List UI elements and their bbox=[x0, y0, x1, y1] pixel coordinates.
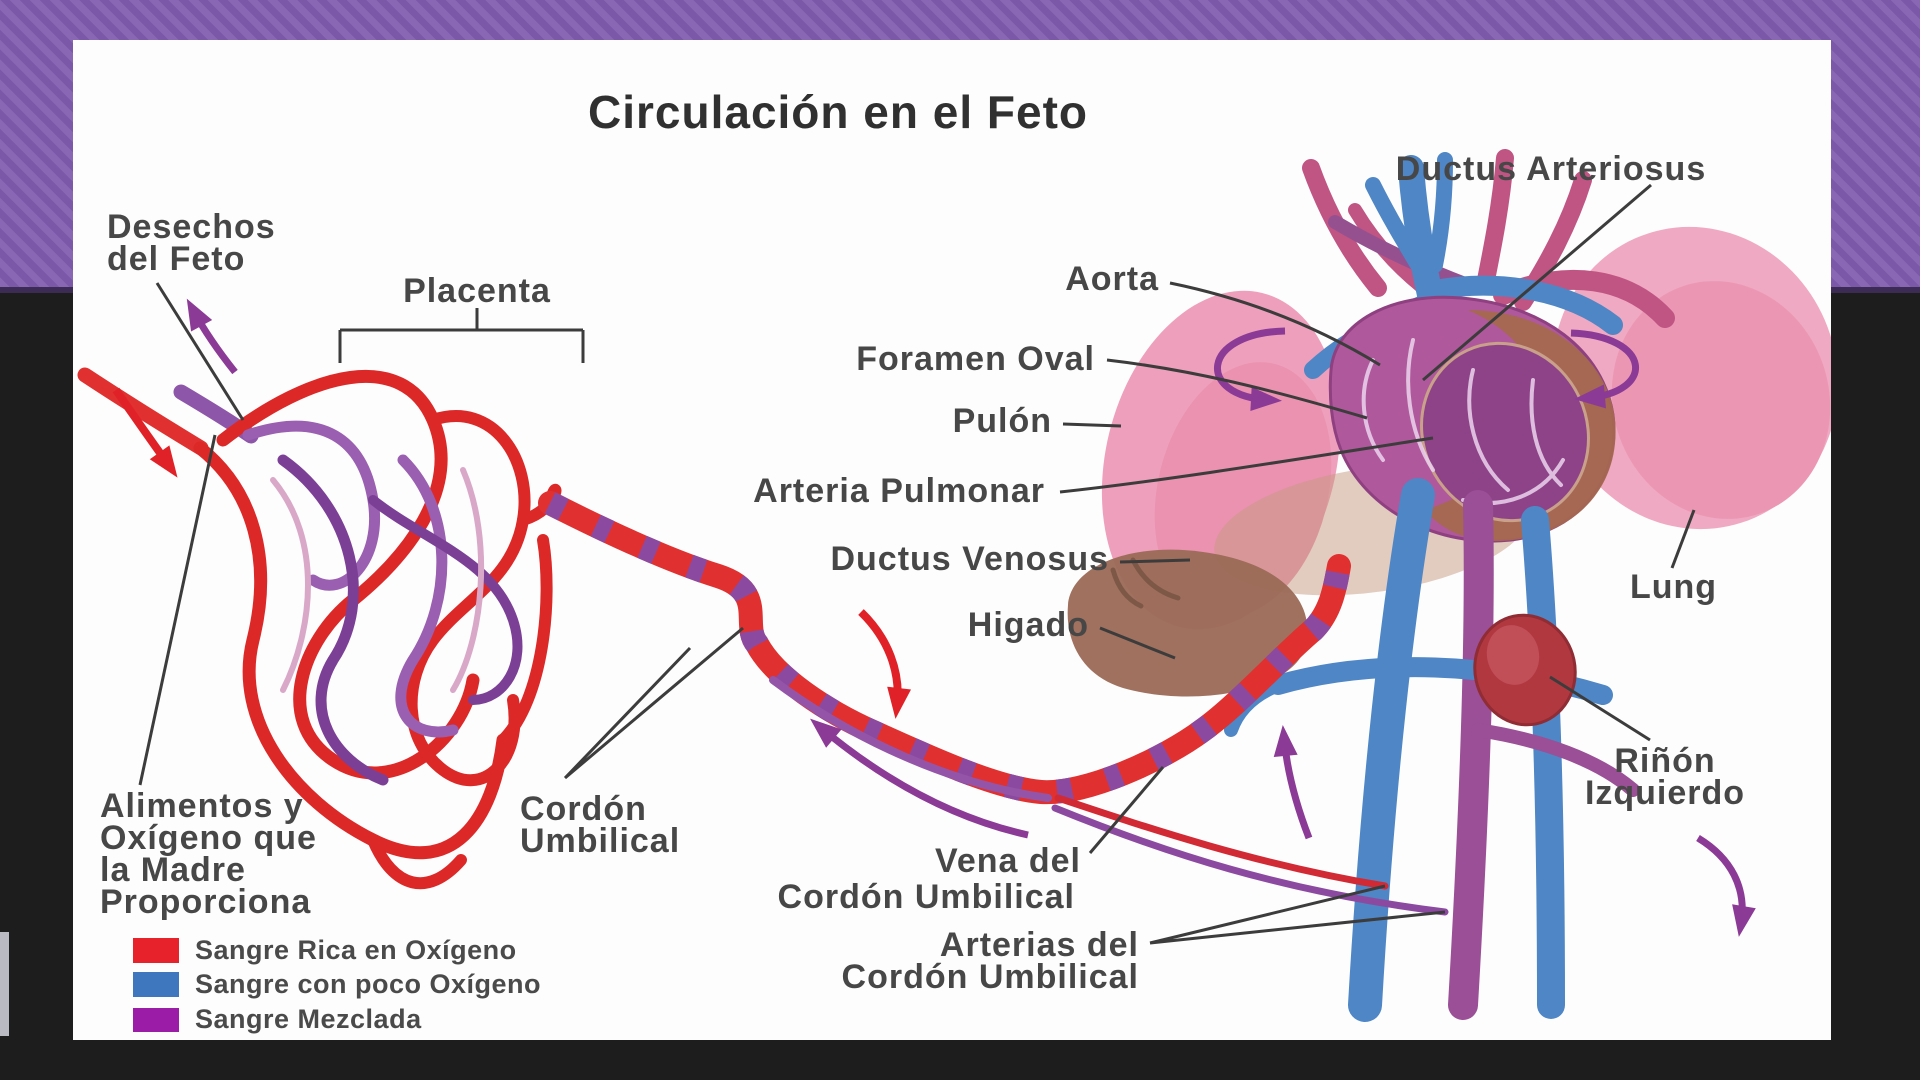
blue-vessel bbox=[1521, 506, 1565, 1019]
cord-red-core bbox=[538, 491, 1351, 805]
placenta-red-vdip bbox=[367, 834, 467, 890]
purple-branch bbox=[1471, 723, 1640, 797]
leader-pulon bbox=[1062, 422, 1122, 428]
umbilical-cord bbox=[538, 491, 1351, 805]
liver bbox=[1067, 549, 1308, 697]
liver-body bbox=[1067, 549, 1308, 697]
maternal-red-vessel bbox=[77, 367, 209, 456]
label-pulon: Pulón bbox=[953, 402, 1052, 440]
label-alimentos-line1: Alimentos y bbox=[100, 787, 304, 825]
label-cordon-line1: Cordón bbox=[520, 790, 647, 828]
kidney-highlight bbox=[1486, 625, 1540, 685]
leader-ductus-venosus bbox=[1119, 558, 1191, 564]
page-title: Circulación en el Feto bbox=[588, 86, 1088, 138]
label-vena-line1: Vena del bbox=[935, 842, 1081, 880]
descending-aorta bbox=[1448, 490, 1494, 1020]
leader-vena bbox=[1088, 766, 1165, 854]
legend-label-oxygen-poor: Sangre con poco Oxígeno bbox=[195, 969, 541, 999]
edge-artifact bbox=[0, 932, 9, 1036]
pink-vessel bbox=[1476, 149, 1514, 294]
label-arteria-pulmonar: Arteria Pulmonar bbox=[753, 472, 1045, 510]
legend-swatch-oxygen-poor bbox=[133, 972, 179, 997]
flow-arrow-nutrients-in bbox=[112, 387, 178, 478]
label-rinon-line1: Riñón bbox=[1614, 742, 1715, 780]
label-alimentos-line4: Proporciona bbox=[100, 883, 311, 921]
umbilical-artery bbox=[1054, 794, 1389, 890]
leader-arterias bbox=[1149, 884, 1446, 945]
label-foramen-oval: Foramen Oval bbox=[856, 340, 1095, 378]
umbilical-artery bbox=[1051, 804, 1449, 916]
label-placenta: Placenta bbox=[403, 272, 551, 310]
label-alimentos-line2: Oxígeno que bbox=[100, 819, 317, 857]
diagram-panel: Circulación en el Feto Desechos del Feto… bbox=[73, 40, 1838, 1040]
leader-alimentos bbox=[138, 434, 217, 786]
label-lung: Lung bbox=[1630, 568, 1717, 606]
blue-branch bbox=[1427, 152, 1453, 273]
blue-arch bbox=[1425, 275, 1623, 335]
label-ductus-arteriosus: Ductus Arteriosus bbox=[1396, 150, 1706, 188]
heart bbox=[1328, 295, 1616, 543]
umbilical-arteries bbox=[1051, 794, 1449, 916]
descending-vessels bbox=[1224, 478, 1640, 1022]
label-arterias-line1: Arterias del bbox=[940, 926, 1139, 964]
leader-foramen-oval bbox=[1106, 358, 1368, 420]
label-vena-line2: Cordón Umbilical bbox=[778, 878, 1075, 916]
leader-ductus-arteriosus bbox=[1422, 183, 1652, 382]
label-higado: Higado bbox=[968, 606, 1089, 644]
label-ductus-venosus: Ductus Venosus bbox=[830, 540, 1109, 578]
flow-arrow-waste-up bbox=[186, 298, 238, 375]
flow-arrow-left-lung-loop bbox=[1214, 327, 1286, 411]
placenta-red-loop bbox=[193, 441, 510, 859]
label-aorta: Aorta bbox=[1065, 260, 1159, 298]
flow-arrow-iliac-up bbox=[1273, 725, 1313, 840]
liver-vessel-twigs bbox=[1110, 557, 1181, 609]
cord-vein-strand bbox=[769, 676, 1052, 802]
placenta-purple-loop bbox=[395, 454, 459, 738]
label-desechos-line2: del Feto bbox=[107, 240, 245, 278]
label-desechos-line1: Desechos bbox=[107, 208, 276, 246]
legend-label-mixed: Sangre Mezclada bbox=[195, 1004, 422, 1034]
label-arterias-line2: Cordón Umbilical bbox=[842, 958, 1139, 996]
placenta-red-loop bbox=[405, 410, 531, 787]
placenta-bracket bbox=[338, 308, 585, 363]
leader-higado bbox=[1099, 626, 1176, 660]
placenta-purple-loop bbox=[277, 454, 389, 786]
leader-rinon bbox=[1549, 675, 1651, 742]
label-cordon-line2: Umbilical bbox=[520, 822, 680, 860]
leader-desechos bbox=[155, 282, 245, 421]
legend: Sangre Rica en Oxígeno Sangre con poco O… bbox=[133, 935, 541, 1034]
placenta-pink-strand bbox=[270, 477, 311, 693]
placenta-purple-loop bbox=[368, 495, 523, 705]
kidney bbox=[1473, 613, 1577, 727]
inferior-vena-cava bbox=[1348, 478, 1435, 1022]
leader-aorta bbox=[1169, 281, 1381, 367]
placenta-pink-strand bbox=[450, 467, 485, 693]
label-alimentos-line3: la Madre bbox=[100, 851, 246, 889]
flow-arrows bbox=[112, 298, 1756, 937]
flow-arrow-cord-red bbox=[858, 609, 912, 719]
flow-arrow-right-lung-loop bbox=[1570, 329, 1640, 409]
flow-arrow-aorta-down bbox=[1696, 835, 1756, 937]
leader-arteria-pulmonar bbox=[1059, 436, 1434, 494]
leader-cordon bbox=[563, 626, 744, 780]
label-rinon-line2: Izquierdo bbox=[1585, 774, 1745, 812]
leader-lung bbox=[1670, 509, 1696, 569]
blue-branch bbox=[1365, 177, 1426, 273]
right-lung-shade bbox=[1611, 281, 1831, 519]
flow-arrow-cord-purple bbox=[810, 718, 1029, 839]
legend-label-oxygen-rich: Sangre Rica en Oxígeno bbox=[195, 935, 517, 965]
leader-lines bbox=[138, 183, 1696, 945]
fetal-circulation-diagram: Circulación en el Feto Desechos del Feto… bbox=[77, 86, 1838, 1034]
legend-swatch-mixed bbox=[133, 1008, 179, 1032]
legend-swatch-oxygen-rich bbox=[133, 938, 179, 963]
